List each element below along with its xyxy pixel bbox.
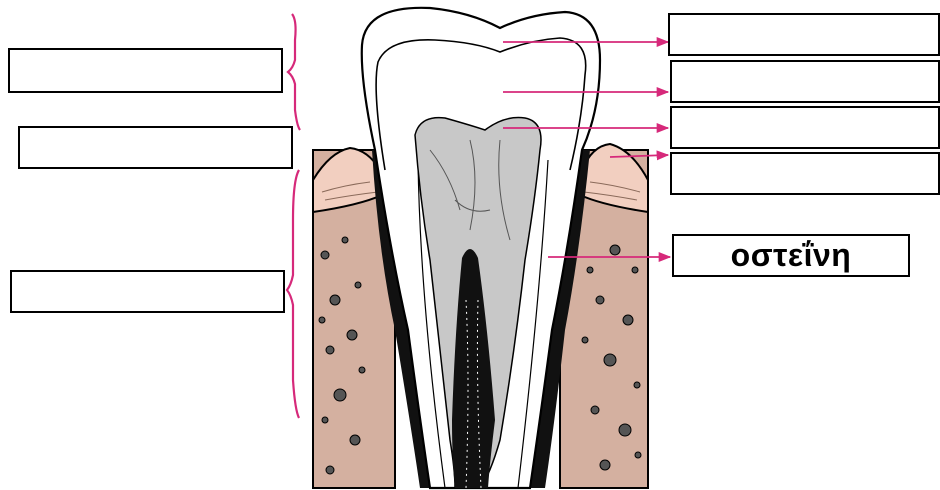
label-box-pulp[interactable] [670, 106, 940, 149]
bracket-crown [288, 14, 300, 130]
label-box-neck[interactable] [18, 126, 293, 169]
label-box-cementum[interactable]: οστεΐνη [672, 234, 910, 277]
label-box-dentin[interactable] [670, 60, 940, 103]
bracket-root [287, 170, 299, 418]
label-box-crown[interactable] [8, 48, 283, 93]
label-box-enamel[interactable] [668, 13, 940, 56]
label-box-root[interactable] [10, 270, 285, 313]
label-box-gum[interactable] [670, 152, 940, 195]
